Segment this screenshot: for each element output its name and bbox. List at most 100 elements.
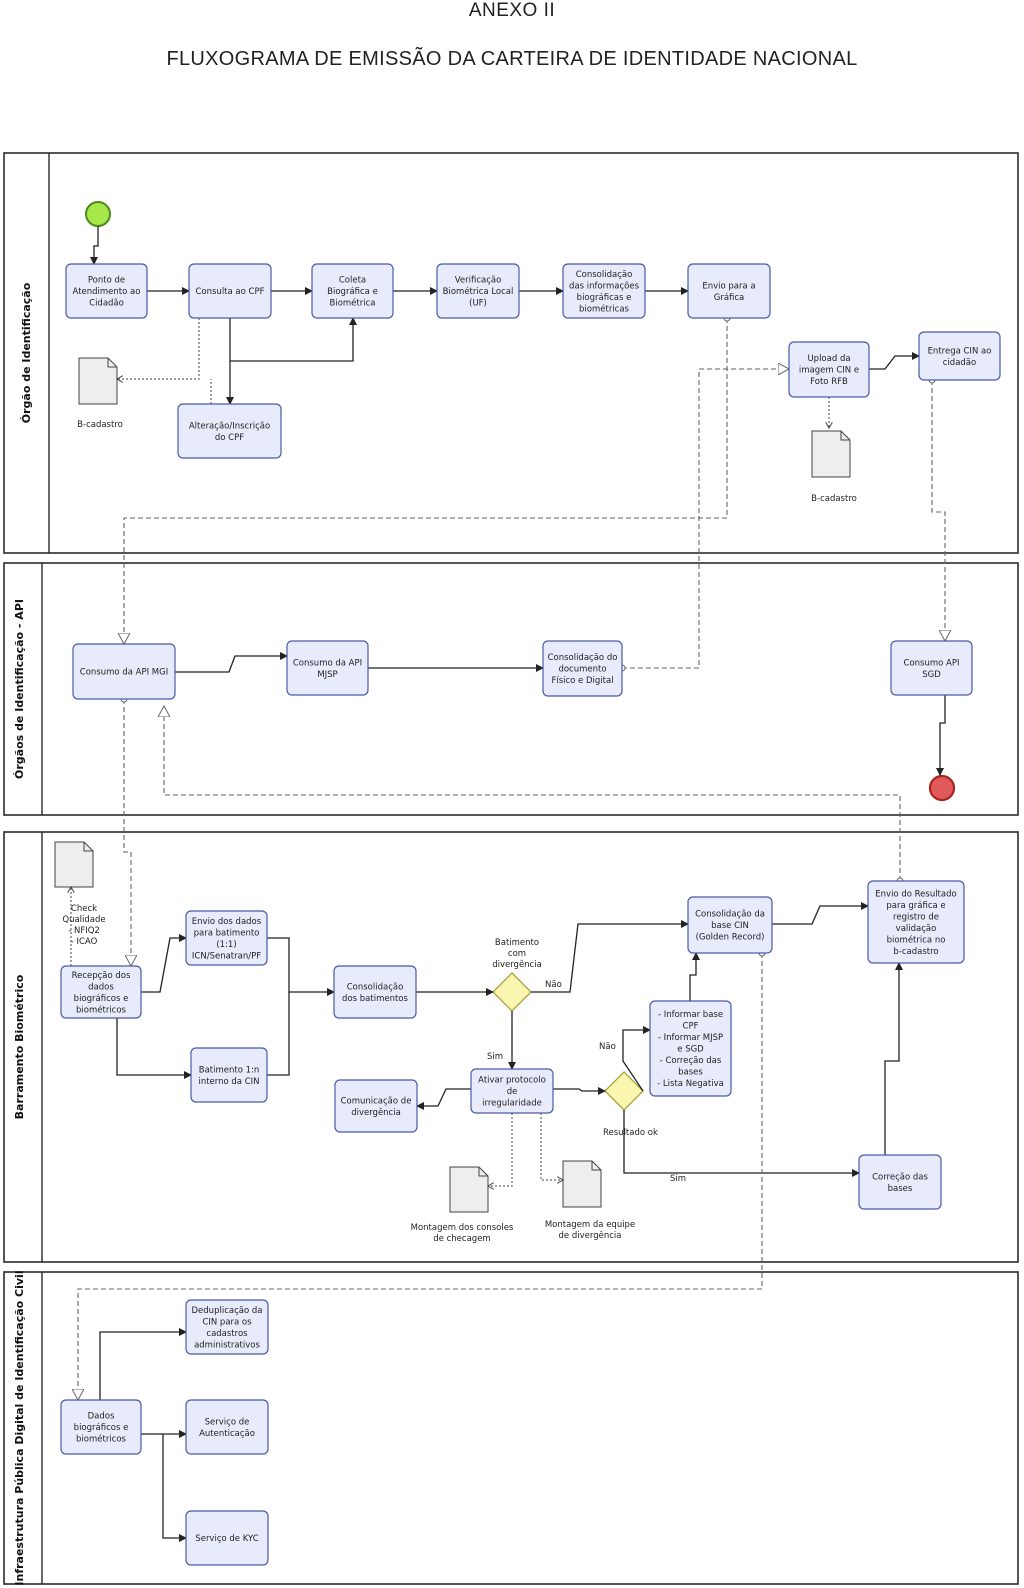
label-montagem-equipe: de divergência (559, 1230, 622, 1241)
task-label: Biométrica Local (443, 286, 514, 297)
message-flows (78, 318, 945, 1400)
label-resultado-ok: Resultado ok (603, 1128, 658, 1138)
task-box (190, 1047, 268, 1103)
task-label: (UF) (469, 299, 487, 309)
bcadastro-document-2-icon (811, 430, 851, 478)
task-autenticacao: Serviço de Autenticação (185, 1399, 269, 1455)
label-check: - NFIQ2 (68, 926, 100, 936)
task-label: Envio do Resultado (875, 889, 956, 899)
task-label: Gráfica (714, 293, 745, 303)
label-gw1-question: divergência (492, 959, 542, 970)
task-label: Entrega CIN ao (928, 346, 992, 356)
task-box (333, 965, 417, 1019)
task-label: cadastros (206, 1329, 248, 1339)
task-label: CPF (683, 1022, 699, 1032)
task-consolidacao-batimentos: Consolidação dos batimentos (333, 965, 417, 1019)
task-label: dos batimentos (342, 994, 408, 1004)
task-label: divergência (351, 1107, 401, 1118)
task-label: - Informar base (658, 1010, 723, 1020)
task-label: Consolidação (576, 270, 633, 280)
task-label: - Correção das (660, 1056, 722, 1066)
task-consulta-cpf: Consulta ao CPF (188, 263, 272, 319)
task-box (334, 1079, 418, 1133)
task-label: bases (678, 1068, 703, 1078)
task-label: cidadão (943, 358, 976, 368)
task-kyc: Serviço de KYC (185, 1510, 269, 1566)
task-label: Físico e Digital (551, 676, 613, 686)
task-label: Consolidação da (695, 910, 765, 920)
task-label: biométricos (76, 1434, 127, 1445)
task-label: Ativar protocolo (478, 1076, 546, 1086)
task-label: Consolidação (347, 982, 404, 992)
label-sim1: Sim (487, 1052, 503, 1062)
task-box (890, 640, 973, 696)
task-label: Autenticação (199, 1429, 255, 1439)
task-label: Comunicação de (341, 1096, 412, 1106)
task-label: Upload da (807, 354, 850, 364)
task-label: dados (88, 982, 114, 992)
label-check: Qualidade (62, 915, 105, 925)
task-box (788, 341, 870, 398)
task-box (185, 1299, 269, 1355)
task-box (867, 880, 965, 964)
montagem-equipe-document-icon (562, 1160, 602, 1208)
task-label: Deduplicação da (192, 1306, 263, 1316)
task-label: imagem CIN e (799, 366, 859, 376)
task-box (649, 1000, 732, 1097)
task-box (311, 263, 394, 319)
task-label: Correção das (872, 1172, 928, 1182)
task-label: (Golden Record) (696, 933, 765, 943)
montagem-consoles-document-icon (449, 1166, 489, 1213)
task-label: Foto RFB (810, 377, 848, 387)
label-nao1: Não (545, 980, 562, 990)
task-box (470, 1068, 554, 1114)
task-label: biográficos e (74, 994, 129, 1004)
task-label: biométricas (579, 303, 630, 314)
task-label: Biométrica (330, 298, 376, 309)
check-qualidade-document-icon (54, 841, 94, 888)
label-montagem-equipe: Montagem da equipe (545, 1220, 635, 1230)
task-label: do CPF (215, 433, 244, 443)
task-label: Coleta (339, 276, 366, 286)
task-label: das informações (569, 281, 640, 291)
task-label: Biográfica e (327, 287, 378, 297)
task-label: (1:1) (216, 940, 236, 950)
task-label: Consulta ao CPF (195, 287, 264, 297)
task-label: e SGD (677, 1045, 704, 1055)
label-sim2: Sim (670, 1174, 686, 1184)
task-label: documento (558, 665, 606, 675)
task-label: Serviço de (205, 1417, 250, 1427)
lane-title-api: Órgãos de Identificação - API (13, 599, 26, 779)
task-label: Envio dos dados (192, 917, 262, 927)
task-box (436, 263, 520, 319)
task-label: Batimento 1:n (199, 1065, 260, 1075)
label-check: Check (71, 904, 97, 914)
task-label: validação (896, 924, 937, 934)
task-label: para batimento (194, 928, 260, 938)
task-label: biométricos (76, 1004, 127, 1015)
label-montagem-consoles: de checagem (433, 1234, 490, 1244)
task-box (185, 910, 268, 966)
task-label: Cidadão (89, 299, 124, 309)
task-label: de (507, 1087, 518, 1097)
task-label: Consolidação do (548, 653, 618, 663)
task-label: b-cadastro (893, 947, 938, 957)
lane-title-orgao: Órgão de Identificação (20, 282, 33, 423)
task-label: Consumo da API MGI (80, 668, 168, 678)
task-label: biométrica no (887, 934, 946, 945)
label-bcadastro1: B-cadastro (77, 420, 123, 430)
task-label: Consumo da API (293, 658, 362, 668)
label-gw1-question: com (508, 949, 526, 959)
